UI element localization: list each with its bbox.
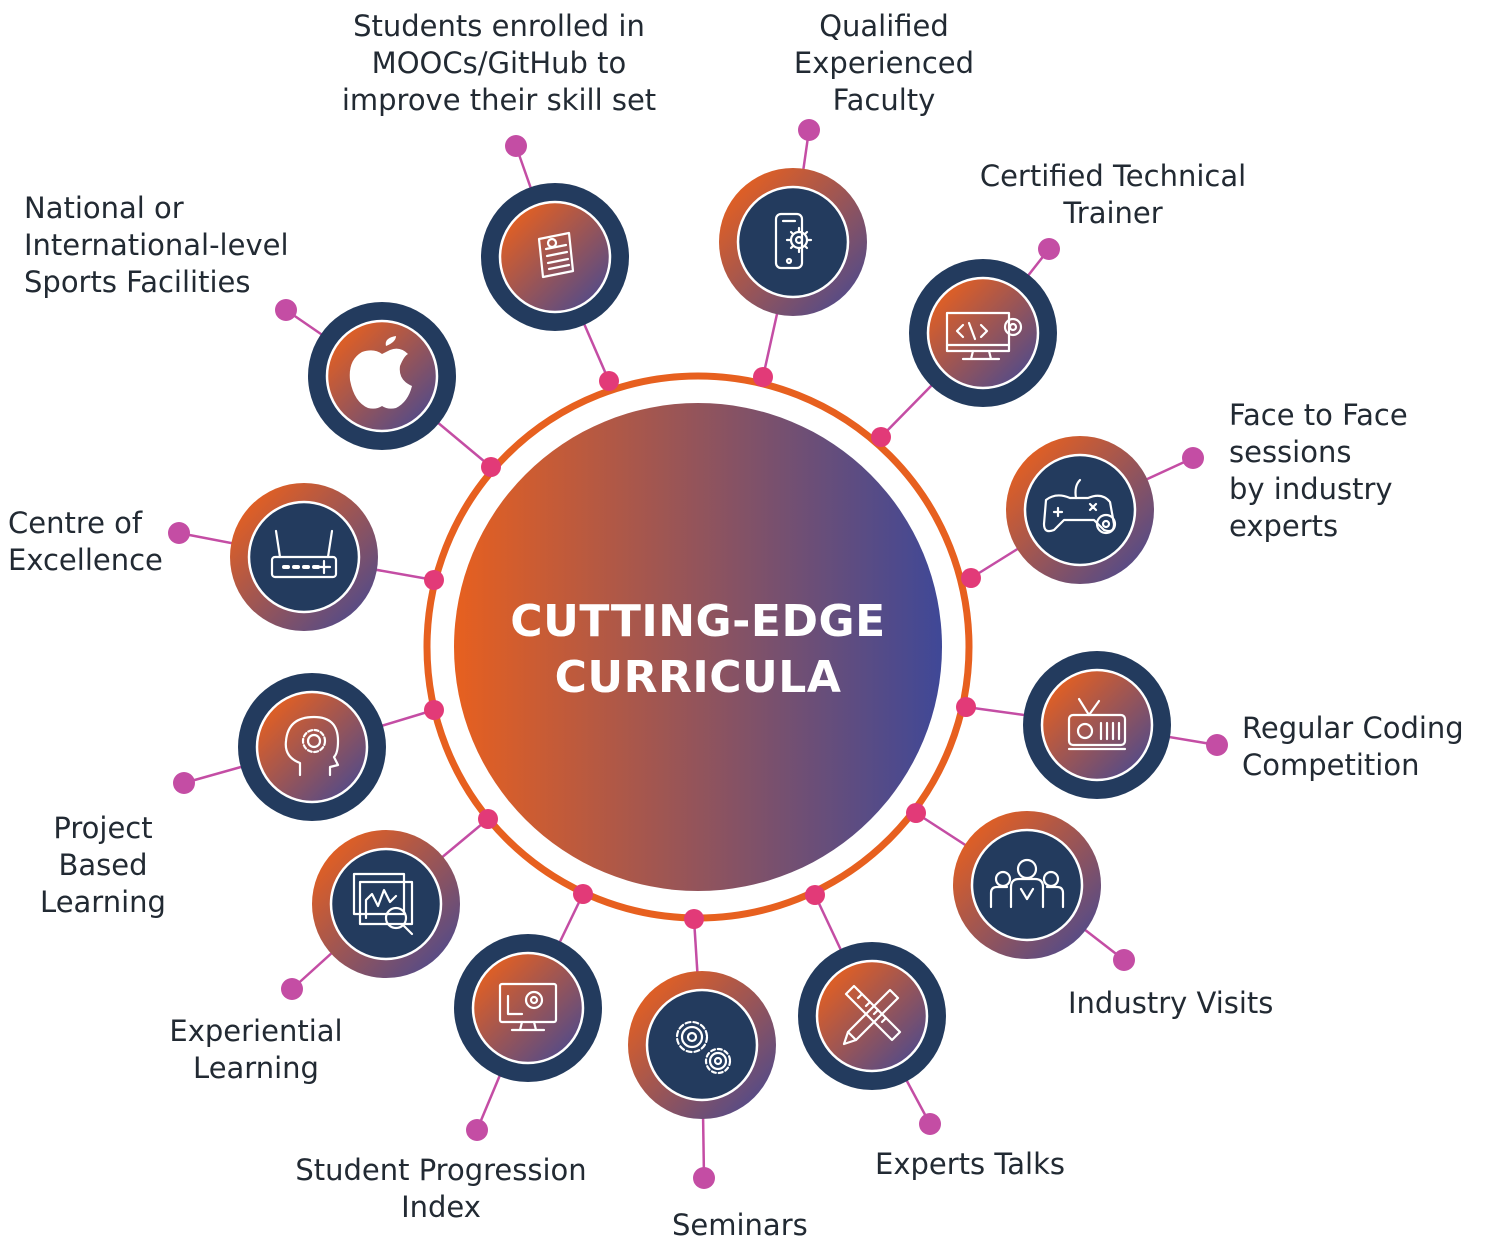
node-pencil-ruler bbox=[798, 942, 946, 1090]
junction-dot bbox=[805, 885, 825, 905]
router-icon bbox=[270, 529, 338, 579]
end-dot bbox=[1206, 734, 1228, 756]
node-inner-circle bbox=[329, 847, 443, 961]
node-gears bbox=[628, 971, 776, 1119]
node-code-monitor bbox=[909, 259, 1057, 407]
label-apple: National or International-level Sports F… bbox=[24, 191, 289, 299]
label-team: Industry Visits bbox=[1068, 986, 1274, 1020]
label-gamepad-gear: Face to Face sessions by industry expert… bbox=[1229, 398, 1408, 543]
apple-icon bbox=[349, 336, 412, 409]
junction-dot bbox=[599, 371, 619, 391]
node-mobile-settings bbox=[719, 168, 867, 316]
gears-icon bbox=[675, 1020, 732, 1075]
node-inner-circle bbox=[471, 951, 585, 1065]
end-dot bbox=[798, 119, 820, 141]
code-monitor-icon bbox=[945, 311, 1023, 361]
end-dot bbox=[919, 1113, 941, 1135]
junction-dot bbox=[684, 909, 704, 929]
label-router: Centre of Excellence bbox=[8, 506, 163, 577]
junction-dot bbox=[956, 697, 976, 717]
gamepad-gear-icon bbox=[1042, 478, 1117, 535]
head-gear-icon bbox=[284, 715, 340, 777]
node-inner-circle bbox=[1023, 453, 1137, 567]
end-dot bbox=[1182, 447, 1204, 469]
central-hub: CUTTING-EDGE CURRICULA bbox=[423, 372, 973, 922]
end-dot bbox=[693, 1167, 715, 1189]
end-dot bbox=[168, 522, 190, 544]
mobile-settings-icon bbox=[774, 212, 813, 270]
center-title-line2: CURRICULA bbox=[555, 652, 842, 703]
label-analytics-screens: Experiential Learning bbox=[169, 1014, 343, 1085]
pencil-ruler-icon bbox=[842, 984, 902, 1046]
node-inner-circle bbox=[645, 988, 759, 1102]
radio-icon bbox=[1067, 697, 1127, 751]
end-dot bbox=[275, 299, 297, 321]
monitor-gear-icon bbox=[498, 982, 558, 1032]
node-gamepad-gear bbox=[1006, 436, 1154, 584]
junction-dot bbox=[424, 700, 444, 720]
junction-dot bbox=[961, 568, 981, 588]
junction-dot bbox=[573, 884, 593, 904]
junction-dot bbox=[871, 427, 891, 447]
label-certificate: Students enrolled in MOOCs/GitHub to imp… bbox=[341, 9, 657, 117]
label-radio: Regular Coding Competition bbox=[1242, 711, 1464, 782]
label-head-gear: Project Based Learning bbox=[40, 811, 166, 919]
label-gears: Seminars bbox=[672, 1208, 808, 1239]
center-circle bbox=[454, 403, 942, 891]
junction-dot bbox=[753, 367, 773, 387]
junction-dot bbox=[478, 809, 498, 829]
node-radio bbox=[1023, 651, 1171, 799]
node-team bbox=[953, 811, 1101, 959]
node-inner-circle bbox=[736, 185, 850, 299]
node-inner-circle bbox=[1040, 668, 1154, 782]
label-mobile-settings: Qualified Experienced Faculty bbox=[793, 9, 975, 117]
center-title-line1: CUTTING-EDGE bbox=[510, 596, 885, 647]
team-icon bbox=[989, 858, 1065, 909]
end-dot bbox=[505, 135, 527, 157]
label-code-monitor: Certified Technical Trainer bbox=[979, 159, 1247, 230]
end-dot bbox=[466, 1119, 488, 1141]
certificate-icon bbox=[537, 231, 575, 279]
label-monitor-gear: Student Progression Index bbox=[295, 1153, 587, 1224]
node-apple bbox=[308, 302, 456, 450]
label-pencil-ruler: Experts Talks bbox=[875, 1147, 1066, 1181]
junction-dot bbox=[906, 803, 926, 823]
node-inner-circle bbox=[815, 959, 929, 1073]
node-analytics-screens bbox=[312, 830, 460, 978]
end-dot bbox=[173, 772, 195, 794]
junction-dot bbox=[424, 570, 444, 590]
node-head-gear bbox=[238, 673, 386, 821]
end-dot bbox=[1113, 949, 1135, 971]
node-inner-circle bbox=[970, 828, 1084, 942]
end-dot bbox=[1038, 238, 1060, 260]
node-inner-circle bbox=[926, 276, 1040, 390]
node-monitor-gear bbox=[454, 934, 602, 1082]
analytics-screens-icon bbox=[352, 872, 414, 936]
node-router bbox=[230, 483, 378, 631]
node-certificate bbox=[481, 183, 629, 331]
junction-dot bbox=[481, 457, 501, 477]
node-layer bbox=[168, 119, 1228, 1189]
end-dot bbox=[281, 978, 303, 1000]
node-inner-circle bbox=[498, 200, 612, 314]
